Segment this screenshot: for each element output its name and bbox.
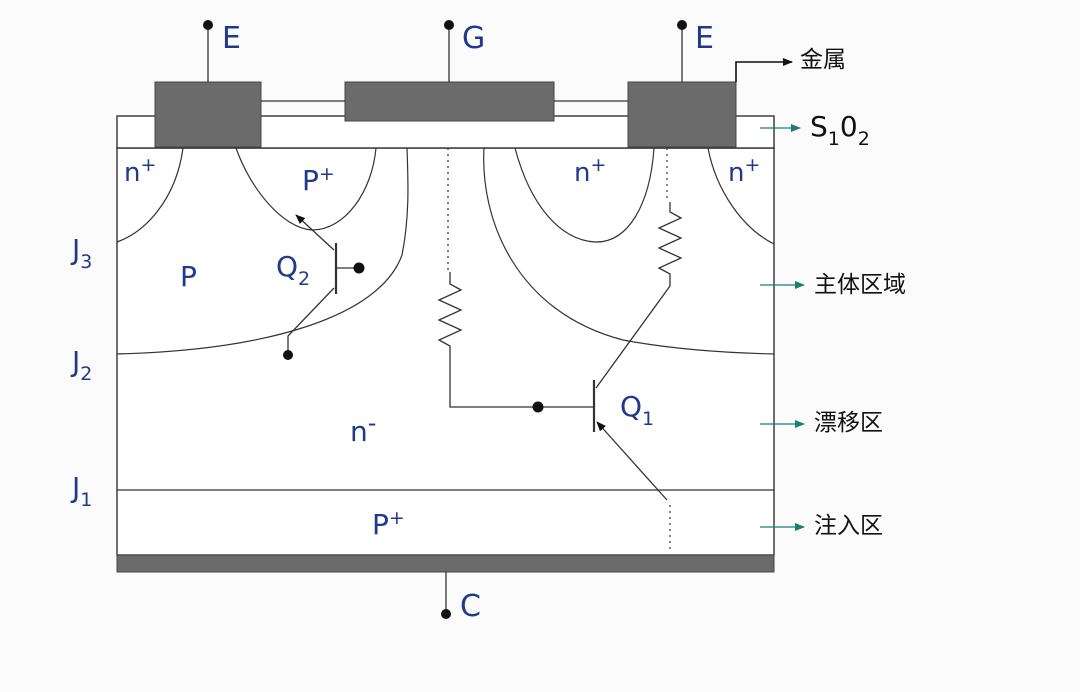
q2-emitter-arrow [295, 214, 335, 251]
device-body-outline [116, 147, 775, 556]
metal-callout-arrow [735, 58, 793, 82]
p-body-right-boundary [483, 147, 775, 355]
j2-label: J2 [72, 345, 93, 385]
p-plus-bottom-label: P+ [372, 507, 405, 541]
n-plus-left-label: n+ [124, 154, 157, 188]
collector-metal [116, 554, 775, 573]
q2-collector-wire [287, 287, 335, 355]
gate-label: G [462, 21, 486, 56]
body-callout-label: 主体区域 [814, 272, 906, 298]
n-plus-right-label: n+ [728, 154, 761, 188]
q1-base-dot [532, 401, 544, 413]
q1-emitter-arrow [596, 421, 668, 501]
emitter-left-label: E [222, 21, 241, 56]
j1-label: J1 [72, 471, 93, 511]
collector-dot [441, 609, 451, 619]
resistor-left [437, 272, 463, 355]
n-plus-left-boundary [116, 147, 184, 243]
resistor-right [657, 202, 683, 286]
n-plus-right-boundary [707, 147, 775, 245]
q2-base-dot [353, 262, 365, 274]
metal-callout-label: 金属 [800, 47, 846, 73]
p-body-label: P [180, 260, 197, 293]
q1-collector-wire [595, 285, 671, 389]
drift-callout-label: 漂移区 [814, 410, 883, 436]
emitter-left-dot [203, 20, 213, 30]
oxide-callout-label: S102 [810, 110, 870, 150]
emitter-right-label: E [695, 21, 714, 56]
gate-metal [344, 81, 555, 122]
p-plus-top-label: P+ [302, 163, 335, 197]
n-minus-label: n- [350, 409, 377, 448]
injection-callout-label: 注入区 [814, 513, 883, 539]
q2-label: Q2 [276, 250, 311, 290]
n-plus-mid-boundary [514, 147, 655, 243]
collector-label: C [460, 589, 481, 624]
gate-dot [444, 20, 454, 30]
emitter-right-dot [677, 20, 687, 30]
q2-collector-dot [283, 350, 293, 360]
n-plus-mid-label: n+ [574, 154, 607, 188]
q1-label: Q1 [620, 390, 655, 430]
q1-base-wire [449, 355, 594, 408]
j3-label: J3 [72, 233, 93, 273]
p-body-boundary [116, 147, 409, 355]
emitter-right-metal [627, 81, 737, 148]
emitter-left-metal [154, 81, 262, 148]
